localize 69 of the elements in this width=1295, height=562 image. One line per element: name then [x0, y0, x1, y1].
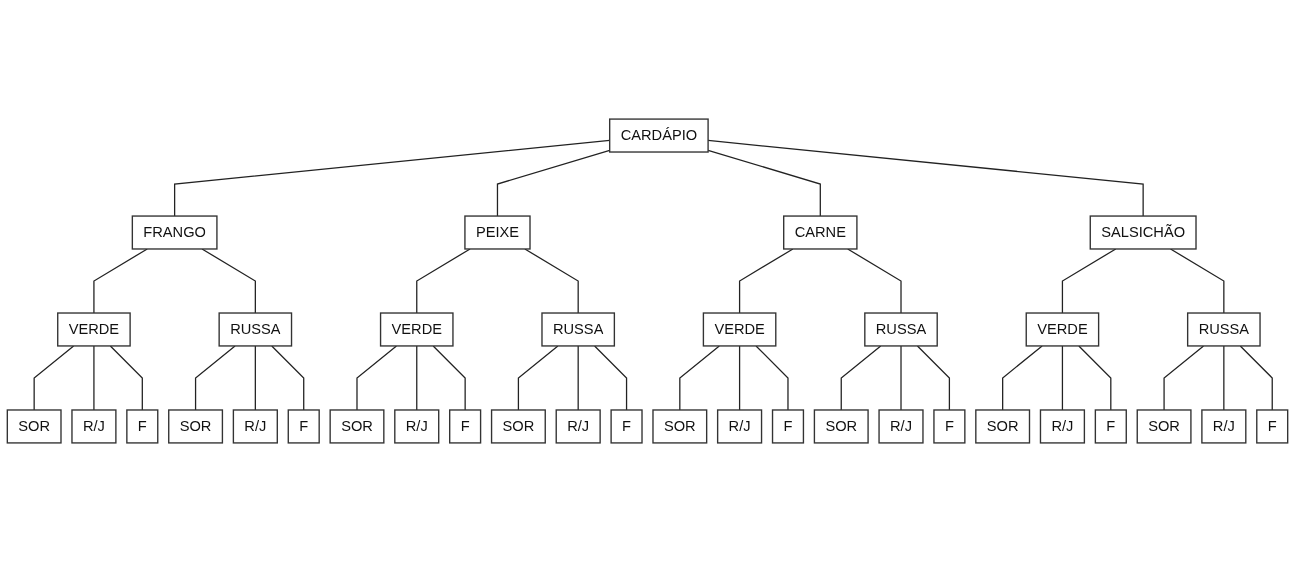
node-box: SOR — [652, 409, 708, 444]
node-box: SOR — [168, 409, 224, 444]
node-box: R/J — [1039, 409, 1086, 444]
node-box: R/J — [716, 409, 763, 444]
node-box: F — [1256, 409, 1289, 444]
node-box: F — [610, 409, 643, 444]
node-box: R/J — [394, 409, 440, 444]
connector — [93, 345, 95, 411]
node-box: R/J — [878, 409, 924, 444]
connector — [1223, 345, 1225, 411]
node-box: VERDE — [702, 312, 777, 347]
node-box: R/J — [71, 409, 117, 444]
connector — [593, 345, 628, 411]
node-box: VERDE — [379, 312, 454, 347]
connector — [900, 345, 902, 411]
connector — [738, 248, 794, 314]
node-box: RUSSA — [1186, 312, 1261, 347]
connector — [432, 345, 466, 411]
connector — [194, 345, 236, 411]
connector — [1169, 248, 1225, 314]
node-box: PEIXE — [464, 215, 531, 250]
connector — [93, 248, 148, 314]
node-box: VERDE — [1025, 312, 1100, 347]
connector — [577, 345, 579, 411]
connector — [201, 248, 256, 314]
connector — [916, 345, 951, 411]
connector — [1163, 345, 1205, 411]
connector — [1061, 248, 1117, 314]
node-box: R/J — [1201, 409, 1247, 444]
node-box: CARDÁPIO — [609, 118, 709, 153]
node-box: F — [287, 409, 320, 444]
node-box: RUSSA — [541, 312, 616, 347]
node-box: RUSSA — [218, 312, 293, 347]
connector — [1239, 345, 1273, 411]
node-box: SOR — [6, 409, 62, 444]
node-box: CARNE — [783, 215, 858, 250]
connector — [847, 248, 902, 314]
connector — [356, 345, 398, 411]
node-box: VERDE — [57, 312, 131, 347]
connector — [679, 345, 720, 411]
connector — [517, 345, 559, 411]
node-box: R/J — [555, 409, 601, 444]
node-box: F — [771, 409, 805, 444]
node-box: SOR — [490, 409, 546, 444]
node-box: F — [449, 409, 482, 444]
connector — [109, 345, 143, 411]
connector — [738, 345, 741, 411]
node-box: SOR — [975, 409, 1031, 444]
connector — [1078, 345, 1112, 411]
connector — [33, 345, 75, 411]
node-box: F — [933, 409, 966, 444]
node-box: SOR — [1136, 409, 1192, 444]
connector — [271, 345, 305, 411]
connector — [524, 248, 579, 314]
connector — [416, 345, 418, 411]
node-box: F — [126, 409, 159, 444]
node-box: F — [1094, 409, 1127, 444]
connector — [254, 345, 256, 411]
connector — [1002, 345, 1043, 411]
node-box: FRANGO — [131, 215, 218, 250]
node-box: RUSSA — [864, 312, 938, 347]
connector — [755, 345, 789, 411]
node-box: SALSICHÃO — [1089, 215, 1197, 250]
connector — [840, 345, 882, 411]
node-box: SOR — [813, 409, 869, 444]
node-box: SOR — [329, 409, 385, 444]
connector — [416, 248, 471, 314]
connector — [1061, 345, 1064, 411]
node-box: R/J — [232, 409, 278, 444]
